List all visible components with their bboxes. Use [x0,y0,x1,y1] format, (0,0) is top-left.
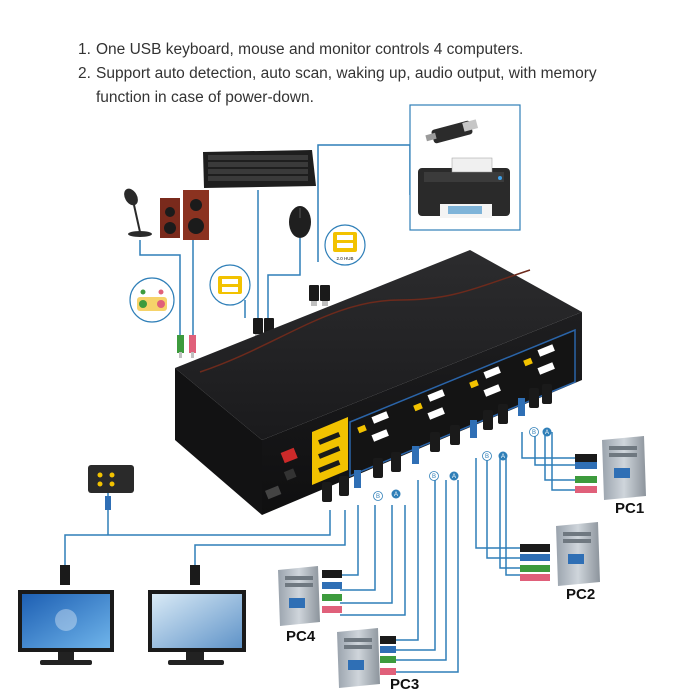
pc-tower-icon [520,522,600,586]
usb-flash-drive-icon [425,119,479,144]
printer-flash-box [409,104,521,231]
audio-plugs-top [177,335,196,358]
usb-hub-icon: 2.0 HUB [324,224,366,266]
pc-tower-icon [337,628,396,688]
port-letters: B A B A B A B A [373,427,552,501]
usb-port-icon [209,264,251,306]
port-b-label: B [376,494,380,500]
remote-control-icon [88,465,134,510]
feature-text-cont: function in case of power-down. [96,89,314,106]
port-b-label: B [532,430,536,436]
keyboard-icon [203,150,316,188]
pc-tower-icon [278,566,342,626]
feature-number: 2. [78,65,91,82]
speaker-icon [160,190,209,240]
port-a-label: A [452,474,456,480]
pc1-label: PC1 [615,500,645,517]
audio-jack-icon [129,277,175,323]
kvm-switch [175,250,582,515]
mouse-icon [289,206,311,238]
microphone-icon [124,188,152,237]
feature-list: 1. One USB keyboard, mouse and monitor c… [78,38,597,110]
pc-tower-icon [575,436,646,500]
feature-item-2: 2. Support auto detection, auto scan, wa… [78,62,597,110]
monitor-right-icon [148,565,246,665]
pc2-label: PC2 [566,586,596,603]
port-b-label: B [432,474,436,480]
port-a-label: A [545,430,549,436]
feature-text: Support auto detection, auto scan, wakin… [96,65,597,82]
printer-icon [418,157,510,218]
pc4-label: PC4 [286,628,316,645]
pc3-label: PC3 [390,676,420,693]
usb-plugs-top [253,285,330,339]
feature-text: One USB keyboard, mouse and monitor cont… [96,41,524,58]
monitor-left-icon [18,565,114,665]
port-a-label: A [501,454,505,460]
feature-item-1: 1. One USB keyboard, mouse and monitor c… [78,38,597,62]
port-b-label: B [485,454,489,460]
usb-hub-label: 2.0 HUB [336,256,353,261]
cable-plugs [322,384,552,502]
feature-number: 1. [78,41,91,58]
port-a-label: A [394,492,398,498]
